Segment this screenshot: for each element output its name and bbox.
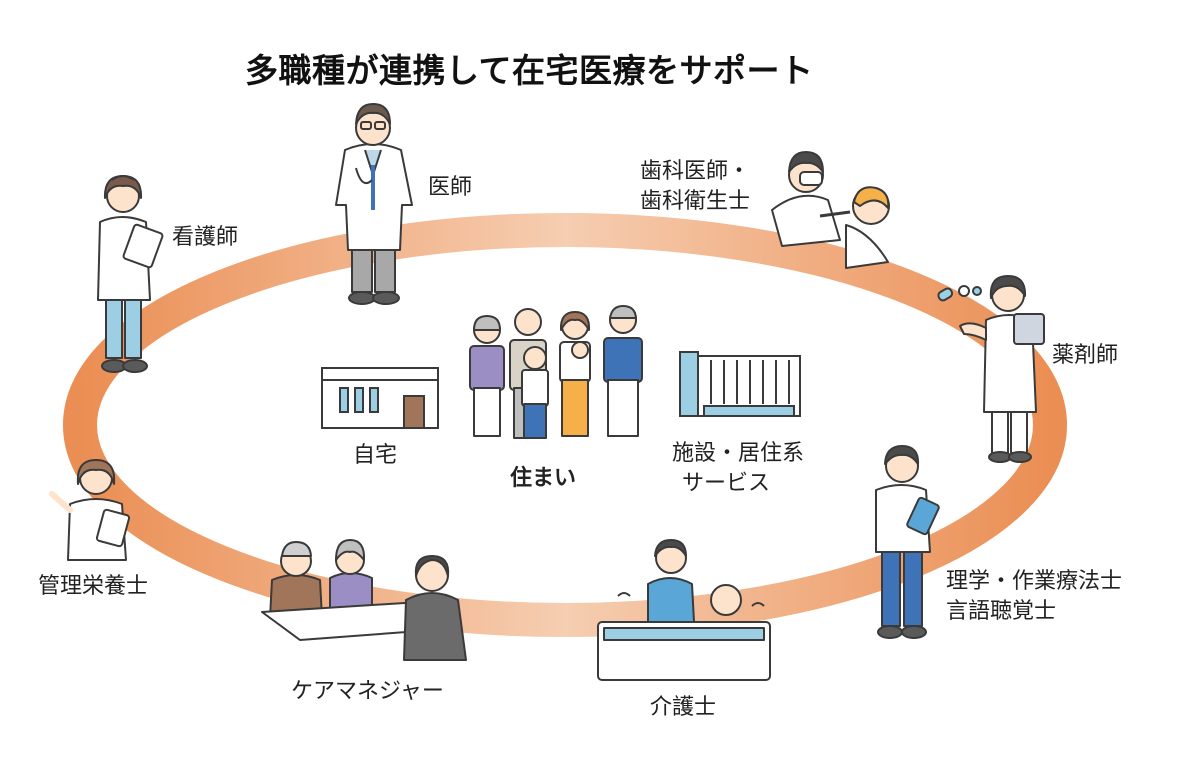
label-pharmacist: 薬剤師 bbox=[1052, 343, 1119, 368]
label-therapist-line-1: 理学・作業療法士 bbox=[946, 569, 1123, 594]
doctor-figure bbox=[335, 103, 413, 305]
label-home: 自宅 bbox=[353, 443, 398, 468]
family-figures bbox=[469, 305, 643, 439]
label-facility-line-1: 施設・居住系 bbox=[672, 441, 805, 466]
label-doctor: 医師 bbox=[428, 175, 473, 200]
therapist-figure bbox=[875, 445, 940, 639]
label-facility-line-2: サービス bbox=[682, 471, 771, 496]
label-dentist-line-2: 歯科衛生士 bbox=[640, 189, 751, 214]
dietitian-figure bbox=[49, 459, 131, 561]
home-building bbox=[321, 367, 439, 429]
facility-building bbox=[679, 351, 801, 417]
care-manager-figure bbox=[261, 539, 467, 661]
caregiver-figure bbox=[597, 539, 771, 681]
nurse-figure bbox=[97, 175, 164, 373]
label-therapist-line-2: 言語聴覚士 bbox=[946, 599, 1057, 624]
page-title: 多職種が連携して在宅医療をサポート bbox=[245, 51, 814, 90]
collaboration-ring bbox=[63, 213, 1067, 637]
label-nurse: 看護師 bbox=[172, 225, 239, 250]
pharmacist-figure bbox=[937, 275, 1045, 463]
label-dentist: 歯科医師・ 歯科衛生士 bbox=[640, 157, 750, 217]
label-dentist-line-1: 歯科医師・ bbox=[640, 159, 751, 184]
label-dietitian: 管理栄養士 bbox=[38, 574, 149, 599]
label-residence: 住まい bbox=[510, 466, 577, 491]
label-care-manager: ケアマネジャー bbox=[291, 679, 444, 704]
label-facility: 施設・居住系 サービス bbox=[672, 439, 804, 499]
label-caregiver: 介護士 bbox=[650, 695, 717, 720]
dentist-figure bbox=[771, 151, 890, 269]
label-therapist: 理学・作業療法士 言語聴覚士 bbox=[946, 567, 1122, 627]
